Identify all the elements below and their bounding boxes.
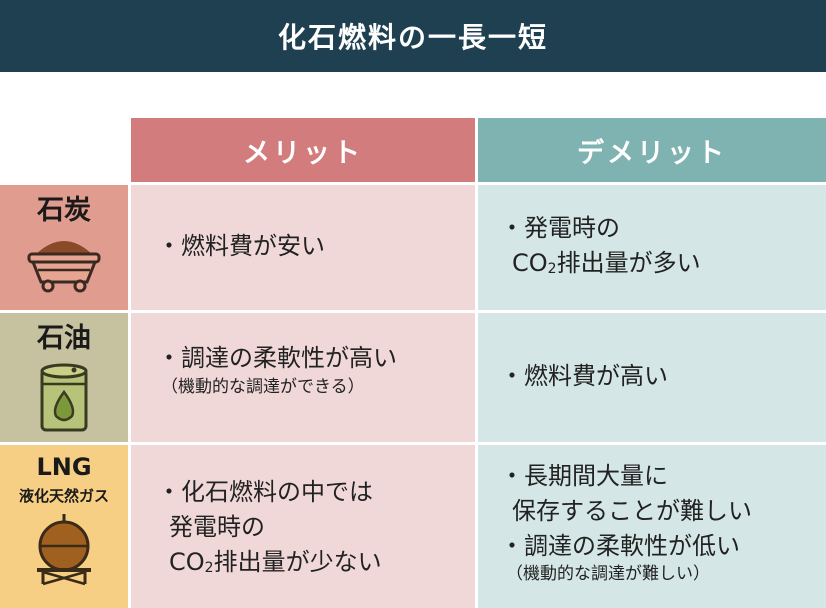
merit-lng-line1: ・化石燃料の中では	[157, 478, 373, 506]
page-title: 化石燃料の一長一短	[0, 0, 826, 72]
coal-cart-icon	[24, 232, 104, 294]
merit-oil-note: （機動的な調達ができる）	[161, 376, 365, 397]
demerit-cell-lng: ・長期間大量に 保存することが難しい ・調達の柔軟性が低い （機動的な調達が難し…	[478, 445, 826, 608]
merit-lng-line3-rest: 排出量が少ない	[213, 547, 382, 576]
merit-lng-line3: CO2排出量が少ない	[157, 545, 382, 580]
merit-cell-oil: ・調達の柔軟性が高い （機動的な調達ができる）	[131, 313, 475, 442]
row-label-oil: 石油	[0, 313, 128, 442]
coal-label: 石炭	[37, 195, 91, 226]
demerit-coal-line2-rest: 排出量が多い	[556, 248, 701, 277]
merit-oil-line1: ・調達の柔軟性が高い	[157, 344, 397, 372]
demerit-coal-line2: CO2排出量が多い	[500, 246, 701, 281]
lng-label: LNG	[36, 453, 92, 481]
row-label-coal: 石炭	[0, 185, 128, 310]
demerit-cell-coal: ・発電時の CO2排出量が多い	[478, 185, 826, 310]
demerit-text-coal: ・発電時の CO2排出量が多い	[500, 211, 701, 281]
lng-sublabel: 液化天然ガス	[18, 487, 109, 505]
merit-text-lng: ・化石燃料の中では 発電時の CO2排出量が少ない	[157, 475, 382, 579]
demerit-lng-note: （機動的な調達が難しい）	[506, 564, 710, 585]
demerit-header: デメリット	[478, 118, 826, 182]
co2-co: CO	[169, 547, 205, 576]
merit-cell-lng: ・化石燃料の中では 発電時の CO2排出量が少ない	[131, 445, 475, 608]
merit-cell-coal: ・燃料費が安い	[131, 185, 475, 310]
co2-subscript: 2	[547, 260, 557, 277]
co2-subscript: 2	[204, 559, 214, 576]
demerit-cell-oil: ・燃料費が高い	[478, 313, 826, 442]
demerit-text-lng: ・長期間大量に 保存することが難しい ・調達の柔軟性が低い （機動的な調達が難し…	[500, 459, 752, 587]
merit-text-coal: ・燃料費が安い	[157, 232, 325, 260]
demerit-lng-line2: 保存することが難しい	[512, 496, 752, 525]
demerit-coal-line1: ・発電時の	[500, 214, 620, 242]
merit-header: メリット	[131, 118, 475, 182]
demerit-lng-line1: ・長期間大量に	[500, 462, 668, 490]
demerit-text-oil: ・燃料費が高い	[500, 362, 668, 390]
co2-co: CO	[512, 248, 548, 277]
merit-lng-line2: 発電時の	[169, 512, 265, 541]
merit-text-oil: ・調達の柔軟性が高い （機動的な調達ができる）	[157, 341, 397, 400]
demerit-lng-line3: ・調達の柔軟性が低い	[500, 531, 740, 560]
row-label-lng: LNG 液化天然ガス	[0, 445, 128, 608]
gas-tank-icon	[29, 512, 99, 586]
oil-label: 石油	[37, 323, 91, 354]
oil-drum-icon	[36, 362, 92, 434]
